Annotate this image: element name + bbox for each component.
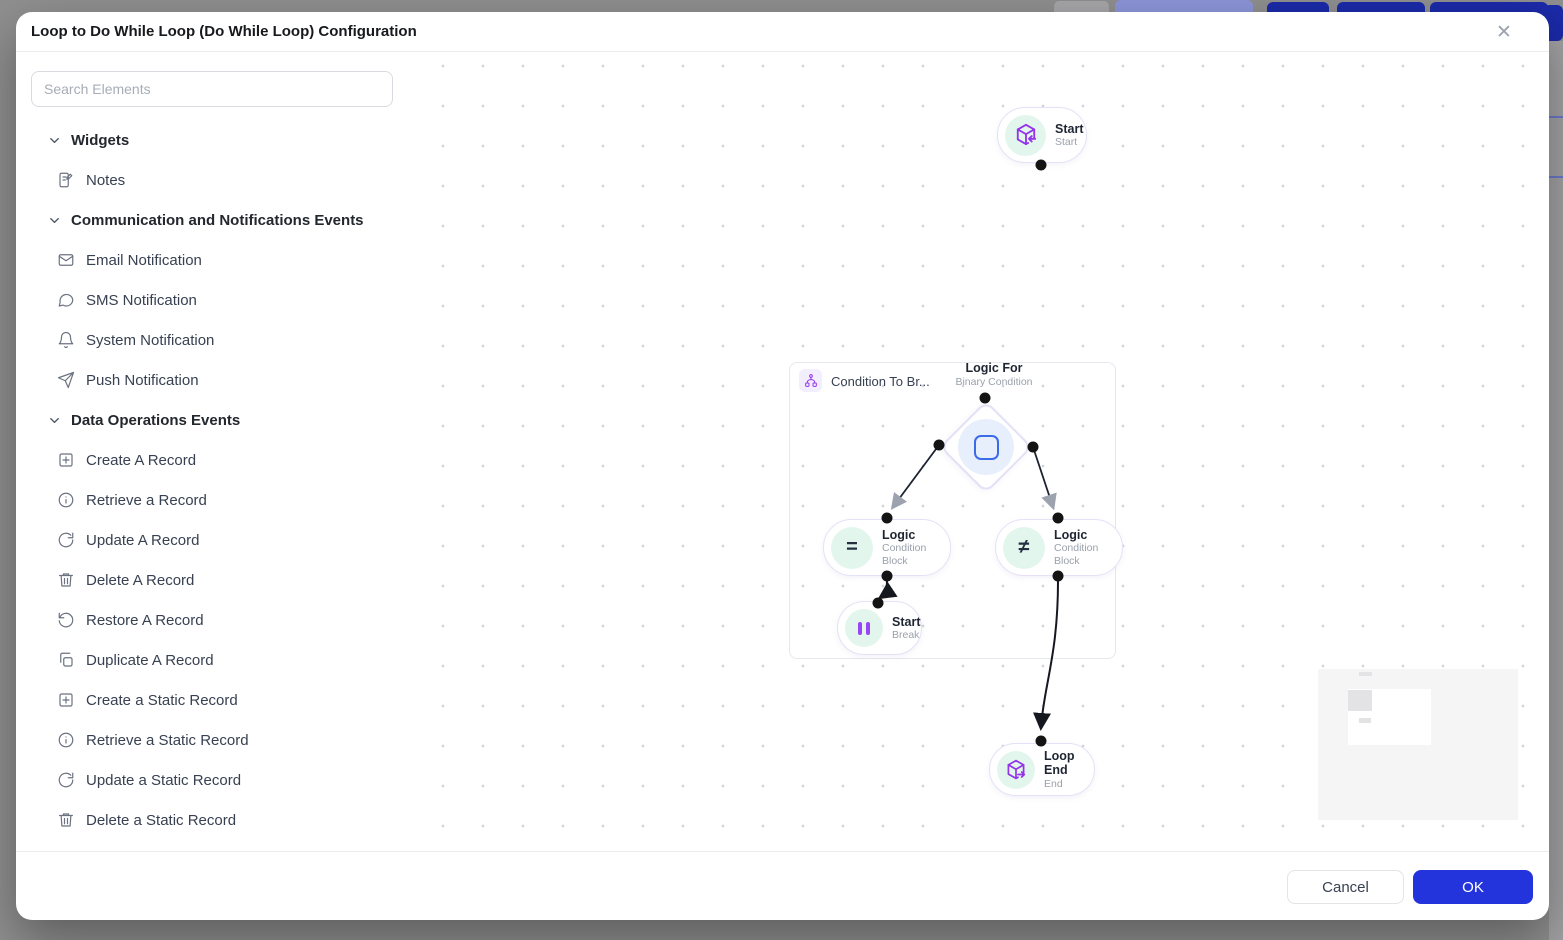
item-email-notification[interactable]: Email Notification: [16, 240, 411, 280]
node-break[interactable]: Start Break: [837, 601, 922, 655]
trash-icon: [57, 571, 75, 589]
node-subtitle: Binary Condition: [955, 376, 1033, 388]
loop-end-icon: [1004, 758, 1028, 782]
notes-icon: [57, 171, 75, 189]
node-title: Start: [892, 614, 921, 629]
copy-icon: [57, 651, 75, 669]
trash-icon: [57, 811, 75, 829]
item-label: Restore A Record: [86, 611, 204, 629]
element-tree: Widgets Notes Communication and Notifica…: [16, 120, 411, 840]
section-widgets[interactable]: Widgets: [16, 120, 411, 160]
mail-icon: [57, 251, 75, 269]
pause-icon: [858, 621, 870, 635]
group-label: Condition To Br...: [831, 374, 930, 389]
item-push-notification[interactable]: Push Notification: [16, 360, 411, 400]
configuration-dialog: Loop to Do While Loop (Do While Loop) Co…: [16, 12, 1549, 920]
chevron-down-icon: [47, 213, 62, 228]
item-label: Create A Record: [86, 451, 197, 469]
dialog-title: Loop to Do While Loop (Do While Loop) Co…: [31, 23, 417, 40]
node-logic-for-label: Logic For Binary Condition: [934, 361, 1054, 388]
item-duplicate-a-record[interactable]: Duplicate A Record: [16, 640, 411, 680]
item-label: Update A Record: [86, 531, 200, 549]
section-data-operations-events[interactable]: Data Operations Events: [16, 400, 411, 440]
cancel-button[interactable]: Cancel: [1287, 870, 1404, 904]
ok-button[interactable]: OK: [1413, 870, 1533, 904]
node-subtitle: Condition Block: [882, 542, 927, 567]
item-delete-a-record[interactable]: Delete A Record: [16, 560, 411, 600]
item-label: System Notification: [86, 331, 215, 349]
node-start[interactable]: Start Start: [997, 107, 1087, 163]
item-label: SMS Notification: [86, 291, 197, 309]
section-label: Widgets: [71, 131, 130, 149]
search-input[interactable]: [31, 71, 393, 107]
node-subtitle: Start: [1055, 135, 1078, 148]
item-label: Duplicate A Record: [86, 651, 214, 669]
section-label: Data Operations Events: [71, 411, 241, 429]
node-title: Logic: [1054, 527, 1088, 542]
item-label: Notes: [86, 171, 126, 189]
condition-group-box[interactable]: [789, 362, 1116, 659]
item-retrieve-a-record[interactable]: Retrieve a Record: [16, 480, 411, 520]
item-system-notification[interactable]: System Notification: [16, 320, 411, 360]
node-logic-equals[interactable]: = Logic Condition Block: [823, 519, 951, 576]
section-communication-events[interactable]: Communication and Notifications Events: [16, 200, 411, 240]
refresh-icon: [57, 531, 75, 549]
item-delete-a-static-record[interactable]: Delete a Static Record: [16, 800, 411, 840]
item-label: Push Notification: [86, 371, 199, 389]
message-icon: [57, 291, 75, 309]
refresh-icon: [57, 771, 75, 789]
backdrop-right-strip: [1549, 41, 1563, 940]
backdrop-right-line-2: [1549, 176, 1563, 178]
minimap[interactable]: [1318, 669, 1518, 820]
node-subtitle: Break: [892, 628, 920, 641]
item-label: Email Notification: [86, 251, 202, 269]
bell-icon: [57, 331, 75, 349]
node-title: Logic: [882, 527, 916, 542]
item-retrieve-a-static-record[interactable]: Retrieve a Static Record: [16, 720, 411, 760]
minimap-node: [1348, 690, 1372, 711]
equals-icon: =: [846, 536, 858, 558]
minimap-node: [1359, 672, 1372, 676]
item-create-a-static-record[interactable]: Create a Static Record: [16, 680, 411, 720]
chevron-down-icon: [47, 133, 62, 148]
item-update-a-static-record[interactable]: Update a Static Record: [16, 760, 411, 800]
square-icon: [958, 419, 1014, 475]
backdrop-right-line-1: [1549, 116, 1563, 118]
minimap-node: [1359, 718, 1371, 723]
node-title: Logic For: [965, 361, 1023, 375]
item-restore-a-record[interactable]: Restore A Record: [16, 600, 411, 640]
info-icon: [57, 491, 75, 509]
info-icon: [57, 731, 75, 749]
node-title: Loop End: [1044, 748, 1075, 778]
dialog-header: Loop to Do While Loop (Do While Loop) Co…: [16, 12, 1549, 52]
close-icon[interactable]: ✕: [1493, 22, 1515, 44]
section-label: Communication and Notifications Events: [71, 211, 364, 229]
node-title: Start: [1055, 121, 1084, 136]
plus-square-icon: [57, 451, 75, 469]
item-create-a-record[interactable]: Create A Record: [16, 440, 411, 480]
condition-branch-icon: [799, 369, 822, 392]
item-sms-notification[interactable]: SMS Notification: [16, 280, 411, 320]
item-notes[interactable]: Notes: [16, 160, 411, 200]
item-label: Retrieve a Static Record: [86, 731, 249, 749]
dialog-footer: Cancel OK: [16, 851, 1549, 920]
node-loop-end[interactable]: Loop End End: [989, 743, 1095, 796]
loop-start-icon: [1013, 122, 1039, 148]
item-label: Retrieve a Record: [86, 491, 207, 509]
plus-square-icon: [57, 691, 75, 709]
node-subtitle: Condition Block: [1054, 542, 1099, 567]
rotate-ccw-icon: [57, 611, 75, 629]
node-logic-not-equals[interactable]: ≠ Logic Condition Block: [995, 519, 1123, 576]
item-label: Delete a Static Record: [86, 811, 237, 829]
chevron-down-icon: [47, 413, 62, 428]
item-update-a-record[interactable]: Update A Record: [16, 520, 411, 560]
item-label: Create a Static Record: [86, 691, 238, 709]
item-label: Delete A Record: [86, 571, 195, 589]
not-equals-icon: ≠: [1018, 536, 1030, 558]
node-subtitle: End: [1044, 777, 1063, 790]
send-icon: [57, 371, 75, 389]
item-label: Update a Static Record: [86, 771, 242, 789]
